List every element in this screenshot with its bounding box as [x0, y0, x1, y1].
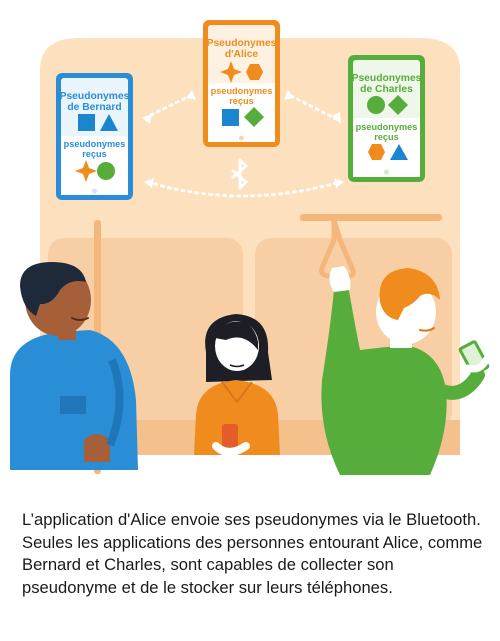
- alice-title-line1: Pseudonymes: [207, 38, 277, 49]
- hexagon-orange-shape: [368, 144, 385, 160]
- triangle-blue-shape: [390, 144, 408, 160]
- exchange-arrow-icon: [143, 94, 342, 198]
- person-charles: [321, 266, 490, 475]
- bernard-received-line2: reçus: [82, 149, 107, 159]
- grab-rail: [300, 214, 442, 221]
- phone-alice: Pseudonymes d'Alice pseudonymes reçus: [203, 20, 280, 147]
- bernard-title-line2: de Bernard: [67, 102, 121, 113]
- star-orange-shape: [75, 160, 97, 182]
- alice-phone-in-hand: [222, 424, 238, 448]
- square-blue-shape: [222, 109, 239, 126]
- bernard-received-line1: pseudonymes: [64, 139, 126, 149]
- triangle-blue-shape: [100, 114, 118, 131]
- phone-bernard: Pseudonymes de Bernard pseudonymes reçus: [56, 73, 133, 200]
- alice-received-line2: reçus: [229, 96, 254, 106]
- phone-charles: Pseudonymes de Charles pseudonymes reçus: [348, 55, 425, 182]
- diamond-green-shape: [388, 95, 408, 115]
- bernard-title-line1: Pseudonymes: [60, 91, 130, 102]
- charles-title-line1: Pseudonymes: [352, 73, 422, 84]
- charles-received-line1: pseudonymes: [356, 122, 418, 132]
- square-blue-shape: [78, 114, 95, 131]
- charles-title-line2: de Charles: [360, 84, 413, 95]
- hexagon-orange-shape: [246, 64, 263, 80]
- alice-received-line1: pseudonymes: [211, 86, 273, 96]
- charles-received-line2: reçus: [374, 132, 399, 142]
- alice-title-line2: d'Alice: [225, 49, 259, 60]
- circle-green-shape: [367, 96, 385, 114]
- diamond-green-shape: [244, 107, 264, 127]
- person-bernard: [10, 262, 138, 470]
- caption-text: L’application d'Alice envoie ses pseudon…: [22, 510, 483, 597]
- star-orange-shape: [220, 61, 242, 83]
- person-alice: [194, 314, 280, 456]
- circle-green-shape: [97, 162, 115, 180]
- subway-illustration: Pseudonymes de Bernard pseudonymes reçus…: [10, 20, 490, 475]
- bluetooth-icon: [231, 158, 248, 190]
